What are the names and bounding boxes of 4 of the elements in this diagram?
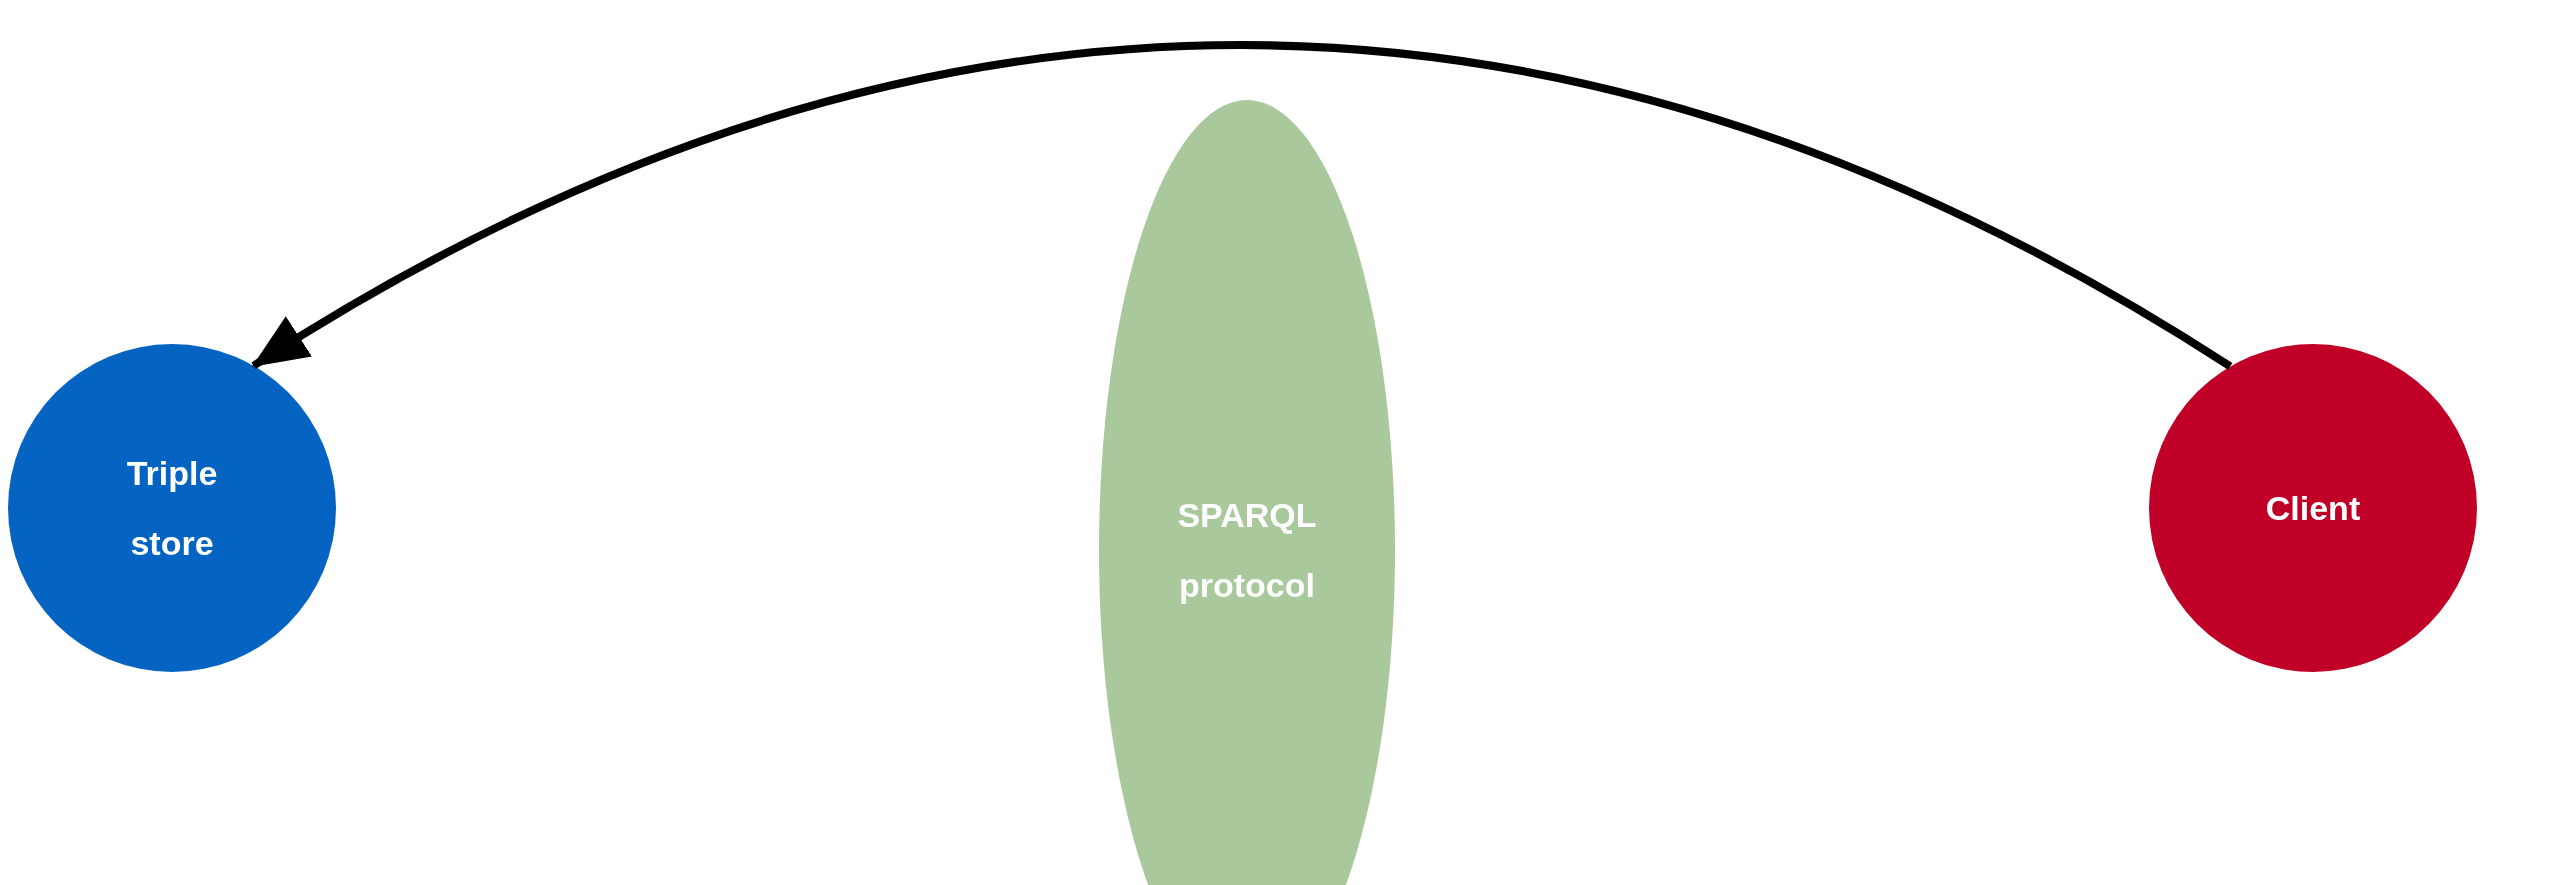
node-label: Triple store [125,453,219,564]
arrow [251,41,2233,370]
node-label: SPARQL protocol [1176,495,1318,606]
node-label: Client [2265,488,2361,529]
